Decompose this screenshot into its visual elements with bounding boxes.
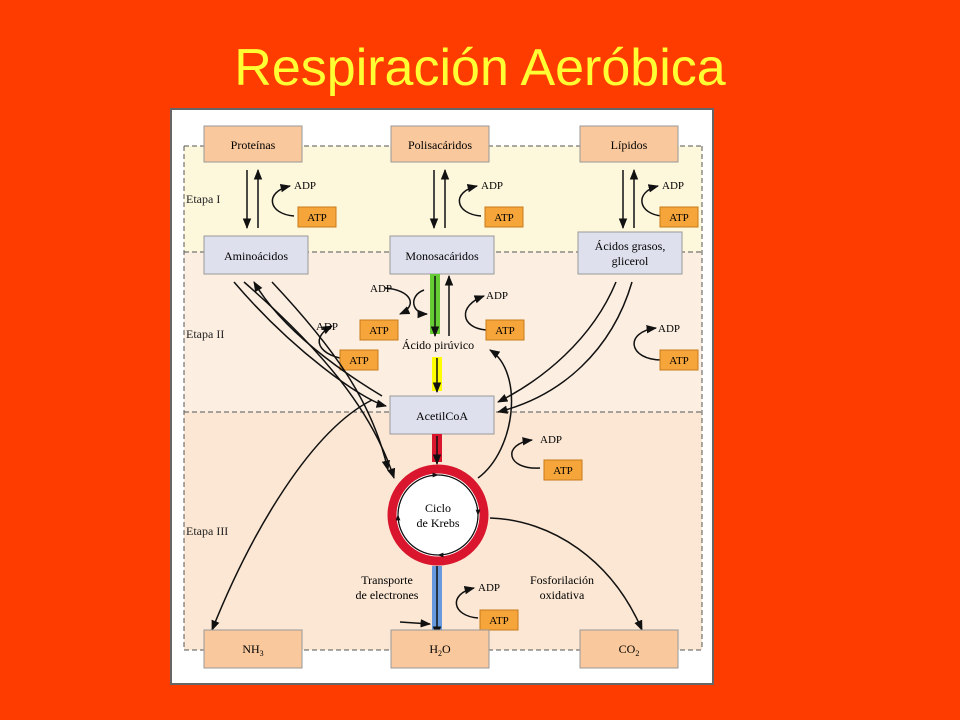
adp-label-5: ADP [486, 290, 508, 302]
proteins-label: Proteínas [231, 138, 276, 152]
atp-label-5: ATP [495, 325, 515, 337]
adp-label-9: ADP [478, 582, 500, 594]
co2-box [579, 629, 679, 669]
adp-label-7: ADP [658, 323, 680, 335]
metabolism-diagram: Etapa I Etapa II Etapa III Proteínas Pol… [170, 108, 714, 685]
stage2-label: Etapa II [186, 327, 224, 341]
polysaccharides-box [390, 125, 490, 163]
atp-label-9: ATP [489, 615, 509, 627]
slide-title: Respiración Aeróbica [234, 39, 726, 97]
acetylcoa-label: AcetilCoA [416, 409, 468, 423]
stage1-label: Etapa I [186, 192, 220, 206]
pyruvic-label: Ácido pirúvico [402, 338, 474, 352]
amino-acids-label: Aminoácidos [224, 249, 288, 263]
transport-incoming-arrow [399, 619, 432, 628]
krebs-label-line2: de Krebs [417, 516, 460, 530]
co2-label: CO2 [619, 642, 640, 658]
adp-label-8: ADP [540, 434, 562, 446]
transport-label-line2: de electrones [356, 588, 419, 602]
phosphorylation-label-line2: oxidativa [540, 588, 585, 602]
atp-box-2 [484, 206, 524, 228]
diagram-canvas: Etapa I Etapa II Etapa III Proteínas Pol… [183, 125, 703, 669]
polysaccharides-label: Polisacáridos [408, 138, 472, 152]
atp-box-4 [359, 319, 399, 341]
atp-label-4: ATP [369, 325, 389, 337]
adp-label-4: ADP [370, 283, 392, 295]
atp-label-3: ATP [669, 212, 689, 224]
atp-box-1 [297, 206, 337, 228]
fatty-acids-label-line2: glicerol [612, 254, 649, 268]
h2o-box [390, 629, 490, 669]
adp-label-2: ADP [481, 180, 503, 192]
atp-label-7: ATP [669, 355, 689, 367]
atp-box-8 [543, 459, 583, 481]
monosaccharides-box [389, 235, 495, 275]
atp-label-1: ATP [307, 212, 327, 224]
nh3-box [203, 629, 303, 669]
transport-label-line1: Transporte [361, 573, 413, 587]
atp-box-7 [659, 349, 699, 371]
amino-acids-box [203, 235, 309, 275]
atp-box-9 [479, 609, 519, 631]
adp-label-3: ADP [662, 180, 684, 192]
phosphorylation-loop-arrow [455, 586, 479, 619]
proteins-box [203, 125, 303, 163]
atp-label-8: ATP [553, 465, 573, 477]
atp-label-2: ATP [494, 212, 514, 224]
lipids-label: Lípidos [611, 138, 648, 152]
nh3-label: NH3 [242, 642, 263, 658]
adp-label-6: ADP [316, 321, 338, 333]
krebs-cycle-arrows [395, 472, 481, 558]
stage2-arrows [318, 274, 663, 361]
atp-box-3 [659, 206, 699, 228]
monosaccharides-label: Monosacáridos [405, 249, 479, 263]
atp-box-5 [485, 319, 525, 341]
adp-label-1: ADP [294, 180, 316, 192]
fatty-acids-box [577, 231, 683, 275]
stage2-band [184, 252, 702, 412]
stage3-label: Etapa III [186, 524, 228, 538]
krebs-label-line1: Ciclo [425, 501, 451, 515]
phosphorylation-label-line1: Fosforilación [530, 573, 594, 587]
convergence-arrows [211, 281, 643, 631]
stage1-arrows [242, 168, 663, 230]
acetylcoa-box [389, 395, 495, 435]
atp-label-6: ATP [349, 355, 369, 367]
krebs-cycle-ring [387, 464, 489, 566]
h2o-label: H2O [429, 642, 451, 658]
atp-box-6 [339, 349, 379, 371]
lipids-box [579, 125, 679, 163]
fatty-acids-label-line1: Ácidos grasos, [595, 239, 666, 253]
